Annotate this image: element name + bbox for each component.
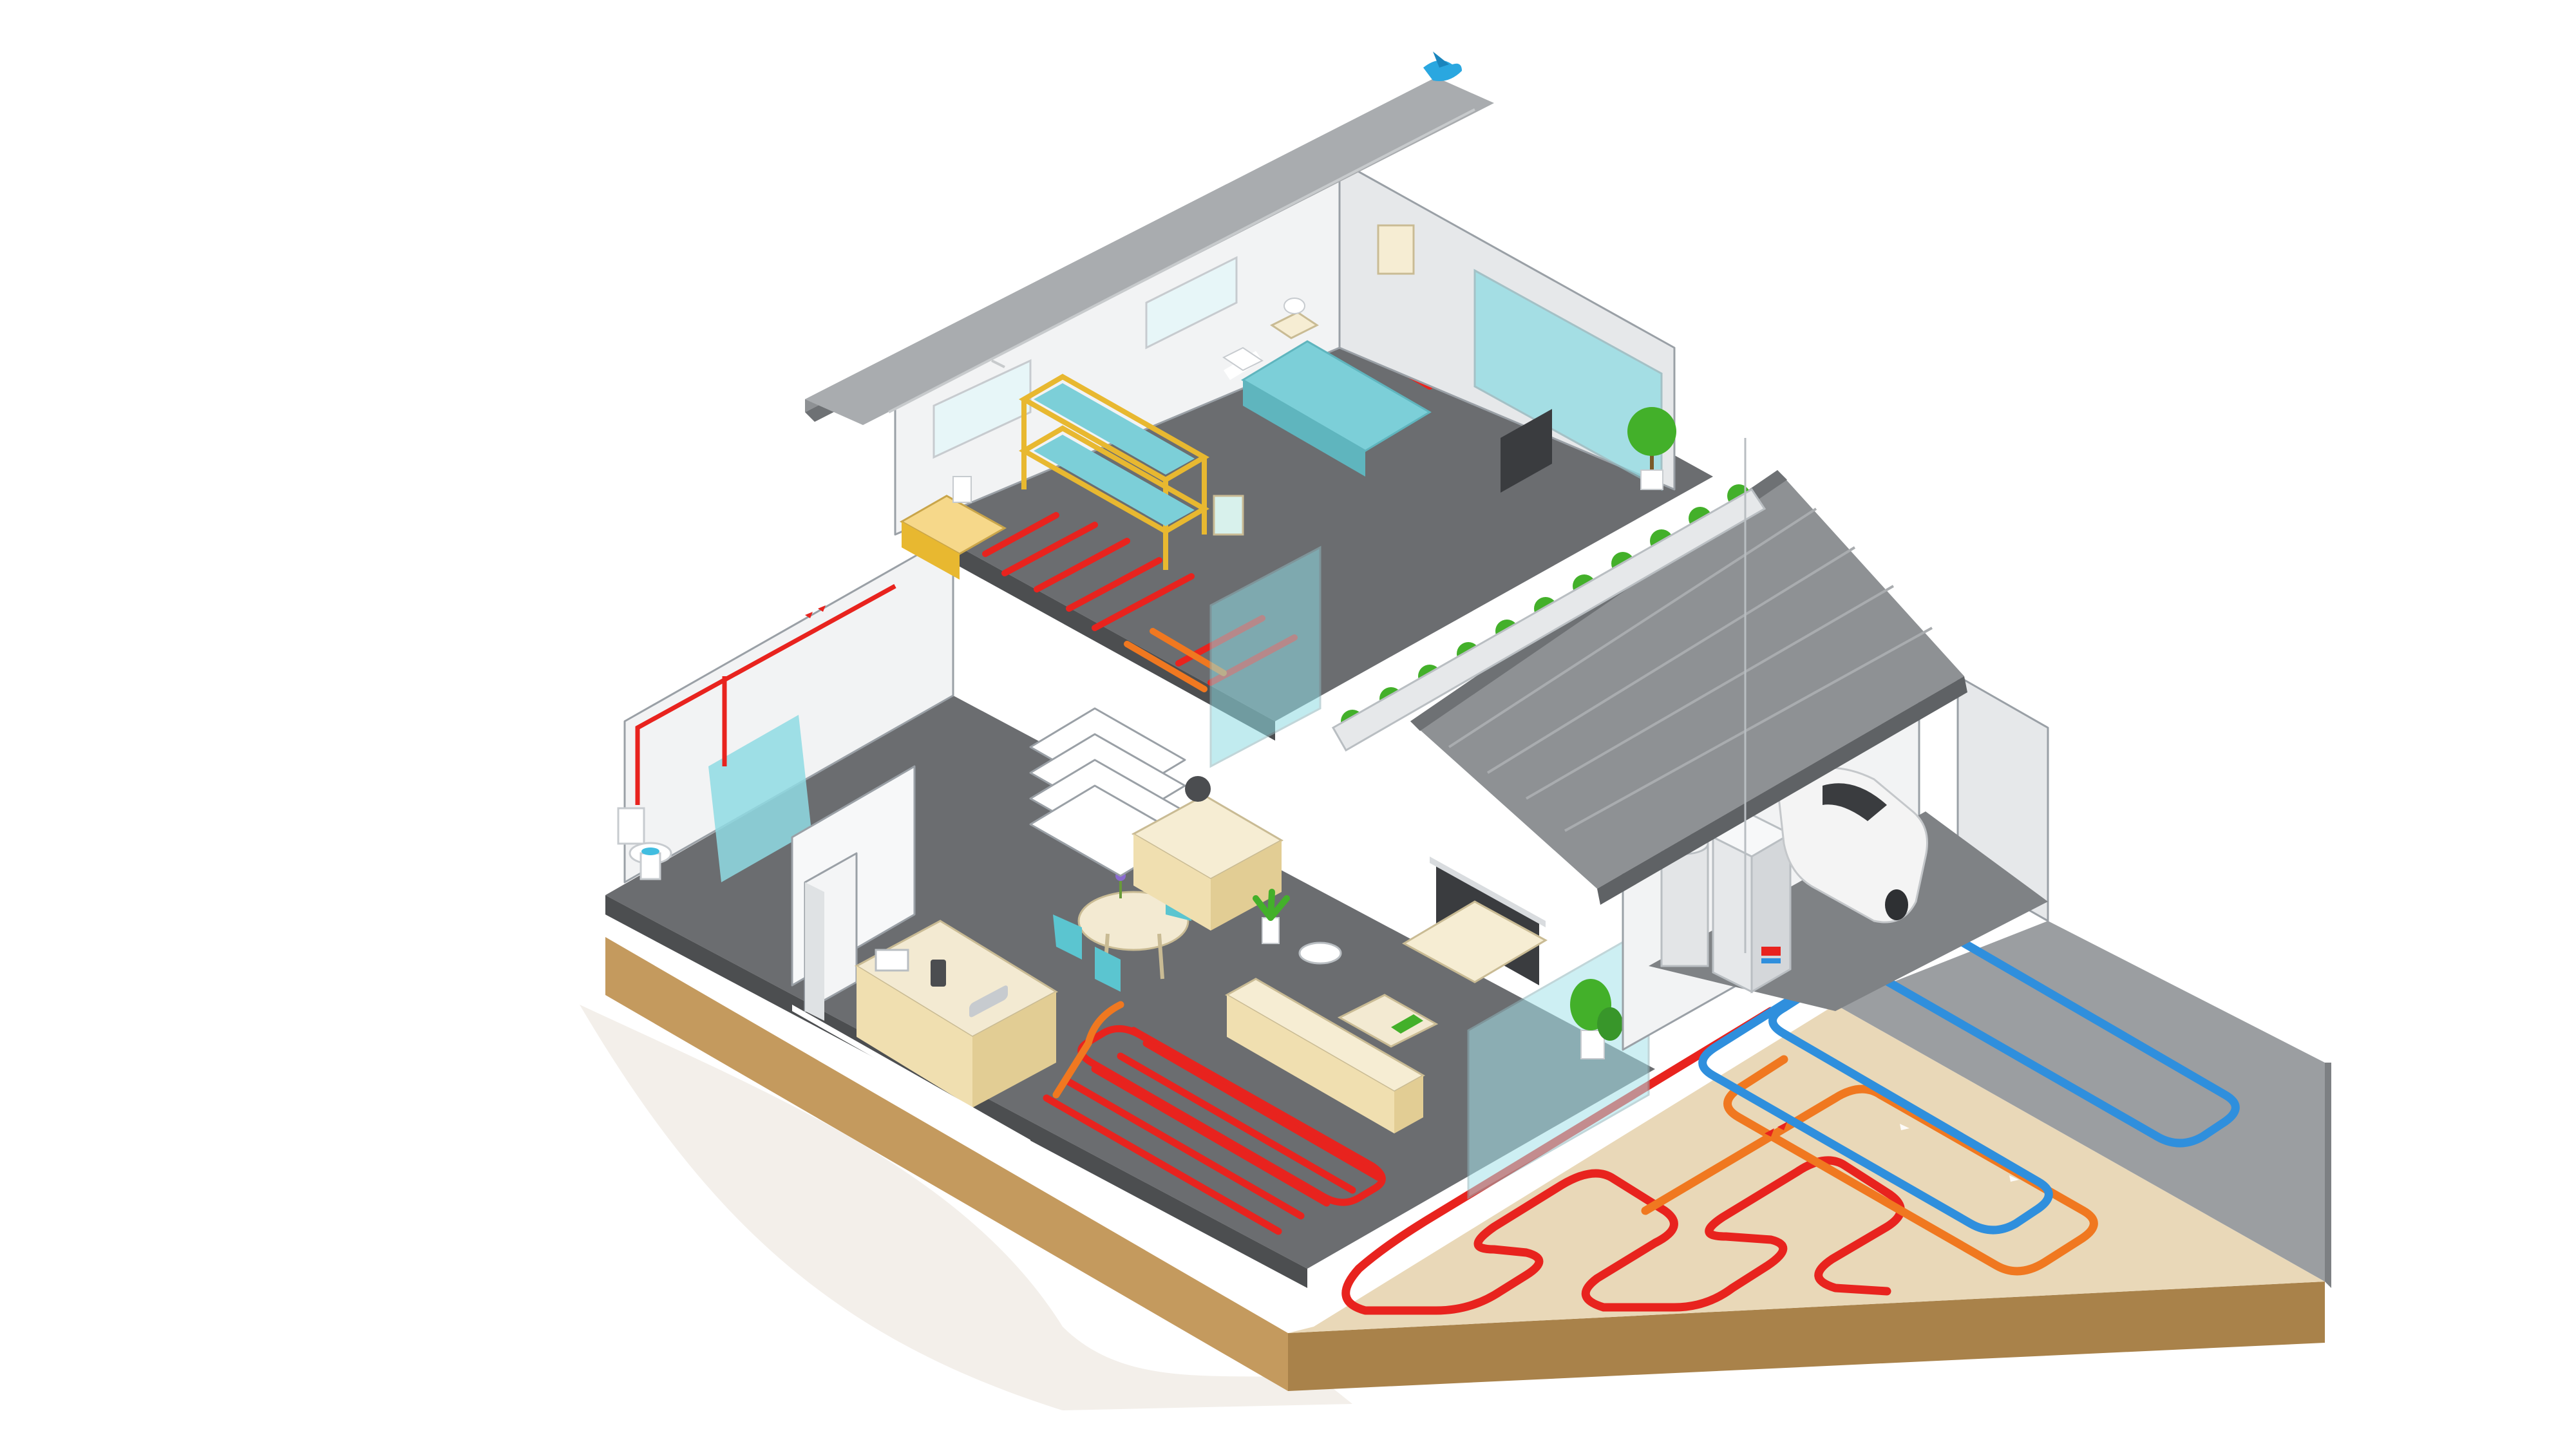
- underfloor-heating-living-2: [1043, 1039, 1382, 1235]
- coffee-machine: [931, 960, 946, 987]
- flow-arrows-cold: [1900, 1124, 2019, 1182]
- underfloor-heating-living: [1077, 1025, 1386, 1206]
- main-roof: [805, 52, 1494, 425]
- toilet-icon: [617, 807, 672, 880]
- underfloor-heating-upstairs: [982, 512, 1298, 686]
- flow-arrow-cold-1: [1900, 1124, 1909, 1130]
- heat-pump-unit-icon: [1710, 813, 1793, 994]
- car-icon: [1776, 766, 1928, 923]
- flow-arrow-1: [805, 612, 813, 618]
- dining-chair-3: [1095, 947, 1121, 992]
- bed-icon: [1222, 340, 1432, 477]
- upper-windows: [933, 256, 1238, 459]
- monstera-plant: [1570, 979, 1623, 1059]
- tree-icon: [1627, 407, 1676, 490]
- stairwell-glass: [1209, 545, 1321, 768]
- flow-arrow-4: [1777, 1122, 1787, 1130]
- driveway: [1835, 921, 2325, 1282]
- upper-floor: [894, 160, 1713, 768]
- nightstand: [1270, 298, 1319, 339]
- tv-icon: [1401, 857, 1548, 985]
- ground-loop-warm: [1641, 1055, 2098, 1276]
- coffee-table: [1337, 994, 1439, 1048]
- bathroom-hot-pipe: [635, 583, 896, 805]
- upper-floor-slab-edge: [902, 515, 1275, 741]
- wall-picture-2: [1213, 495, 1244, 536]
- bunk-mattress-bottom: [1034, 435, 1195, 526]
- ground-shadow: [580, 1005, 1352, 1410]
- ground-loop-cold: [1698, 894, 2240, 1235]
- dining-chair-1: [1053, 914, 1082, 960]
- ground-right-face: [1288, 1282, 2325, 1391]
- ground-loop-hot: [1341, 1007, 1905, 1315]
- sofa-icon: [1224, 978, 1439, 1133]
- ground-left-face: [605, 937, 1288, 1391]
- hedge-planter: [1331, 488, 1766, 752]
- sink: [969, 985, 1008, 1018]
- garage-roof-underside: [1597, 676, 1967, 905]
- roof-panels: [888, 108, 1475, 413]
- bunk-bed-icon: [1018, 374, 1210, 570]
- driveway-edge: [2325, 1063, 2331, 1288]
- roof-surface: [805, 77, 1494, 425]
- houseplant-icon: [1253, 889, 1290, 944]
- microwave: [875, 949, 909, 972]
- bird-icon: [1423, 52, 1462, 81]
- garage: [1331, 438, 2049, 1051]
- kids-desk: [899, 476, 1007, 580]
- ground-floor: [605, 533, 1655, 1288]
- flow-arrow-3: [1765, 1128, 1774, 1137]
- shower-glass: [708, 715, 811, 882]
- flow-arrow-2: [818, 605, 826, 612]
- garage-roof-panels: [1448, 507, 1933, 832]
- underfloor-heating-living-feed: [1052, 1001, 1124, 1099]
- upstairs-tv: [1501, 409, 1552, 493]
- flow-arrows: [805, 605, 1787, 1137]
- flow-arrow-cold-2: [2009, 1175, 2019, 1182]
- sideboard: [1131, 794, 1284, 931]
- bed-pillow: [1222, 346, 1264, 372]
- robot-vacuum: [1298, 942, 1342, 965]
- wall-clock: [1185, 776, 1211, 802]
- bunk-mattress-top: [1034, 383, 1195, 475]
- tv-stand: [1401, 900, 1548, 983]
- wall-picture-1: [1377, 224, 1415, 275]
- ground-front-wall: [792, 1005, 1030, 1146]
